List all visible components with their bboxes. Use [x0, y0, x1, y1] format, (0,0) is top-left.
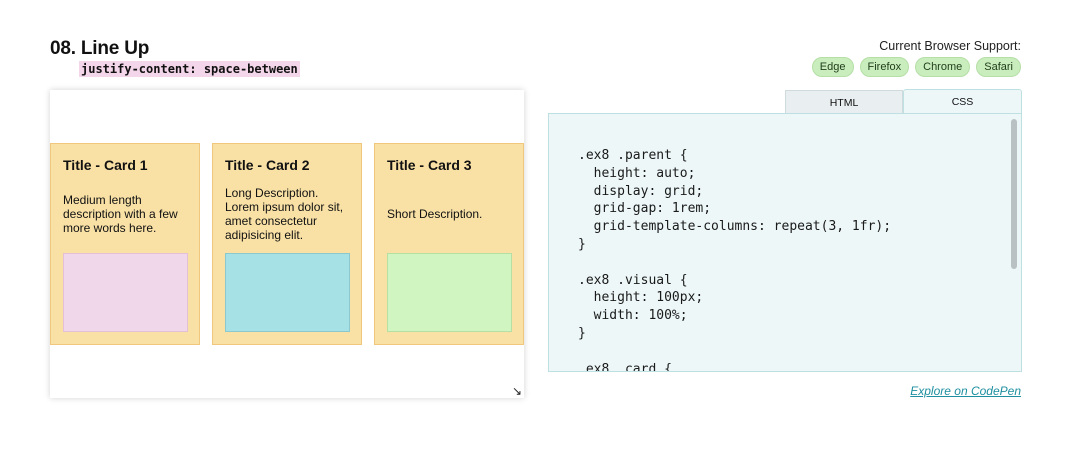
code-block: .ex8 .parent { height: auto; display: gr… [578, 148, 892, 372]
card-description: Medium length description with a few mor… [63, 193, 178, 235]
card-visual [387, 253, 512, 332]
page-title: 08. Line Up [50, 38, 150, 59]
card-description: Short Description. [387, 207, 483, 221]
code-scrollbar[interactable] [1011, 116, 1019, 369]
code-tabs: HTML CSS [785, 89, 1022, 115]
card-title: Title - Card 1 [63, 157, 148, 173]
badge-safari: Safari [976, 57, 1021, 77]
page-subtitle-code: justify-content: space-between [79, 61, 300, 77]
badge-chrome: Chrome [915, 57, 971, 77]
badge-firefox: Firefox [859, 57, 910, 77]
browser-badges: Edge Firefox Chrome Safari [811, 57, 1021, 77]
tab-html[interactable]: HTML [785, 90, 903, 115]
tab-css[interactable]: CSS [903, 89, 1022, 114]
card-description: Long Description. Lorem ipsum dolor sit,… [225, 186, 344, 242]
card-title: Title - Card 3 [387, 157, 472, 173]
badge-edge: Edge [811, 57, 854, 77]
scrollbar-thumb[interactable] [1011, 119, 1017, 269]
demo-preview[interactable]: Title - Card 1 Medium length description… [50, 90, 524, 398]
code-panel[interactable]: .ex8 .parent { height: auto; display: gr… [548, 113, 1022, 372]
card-visual [63, 253, 188, 332]
card-visual [225, 253, 350, 332]
card-title: Title - Card 2 [225, 157, 310, 173]
resize-handle-icon[interactable]: ↘ [511, 384, 522, 398]
card-row: Title - Card 1 Medium length description… [50, 143, 524, 345]
browser-support-label: Current Browser Support: [879, 39, 1021, 53]
card-3: Title - Card 3 Short Description. [374, 143, 524, 345]
card-1: Title - Card 1 Medium length description… [50, 143, 200, 345]
card-2: Title - Card 2 Long Description. Lorem i… [212, 143, 362, 345]
codepen-link[interactable]: Explore on CodePen [910, 384, 1021, 398]
